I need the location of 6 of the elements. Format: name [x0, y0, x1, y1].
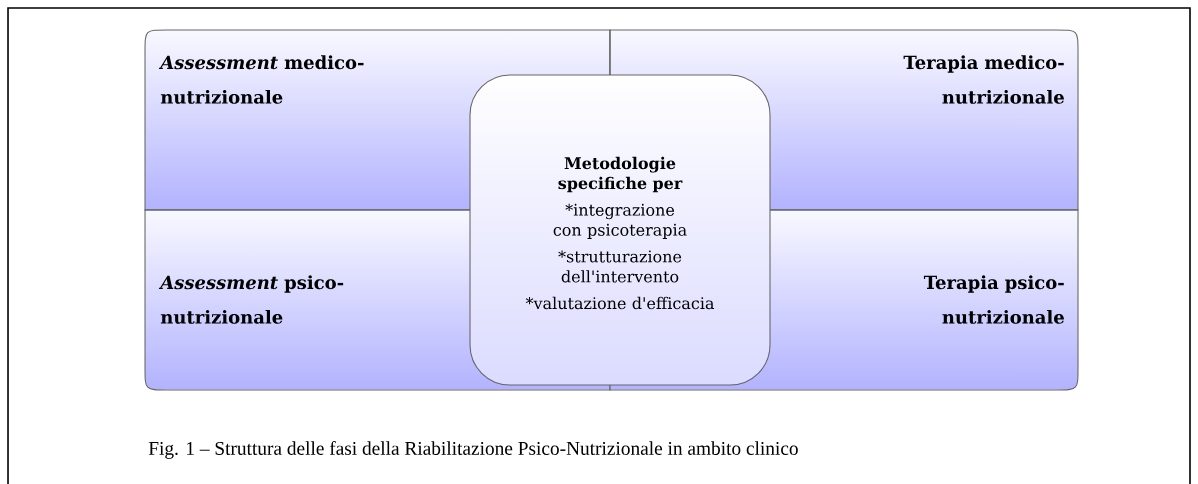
quadrant-label: Terapia psico-nutrizionale — [923, 275, 1064, 324]
center-box: Metodologie specifiche per *integrazione con psicoterapia *strutturazione dell'intervento *valutazione d'efficacia — [469, 74, 771, 386]
caption: Fig. 1 – Struttura delle fasi della Riabilitazione Psico-Nutrizionale in ambito clinico — [148, 441, 798, 459]
quadrant-label: Terapia medico-nutrizionale — [903, 55, 1064, 104]
quadrant-label: Assessment psico-nutrizionale — [158, 275, 344, 324]
quadrant-label: Assessment medico-nutrizionale — [158, 55, 364, 104]
